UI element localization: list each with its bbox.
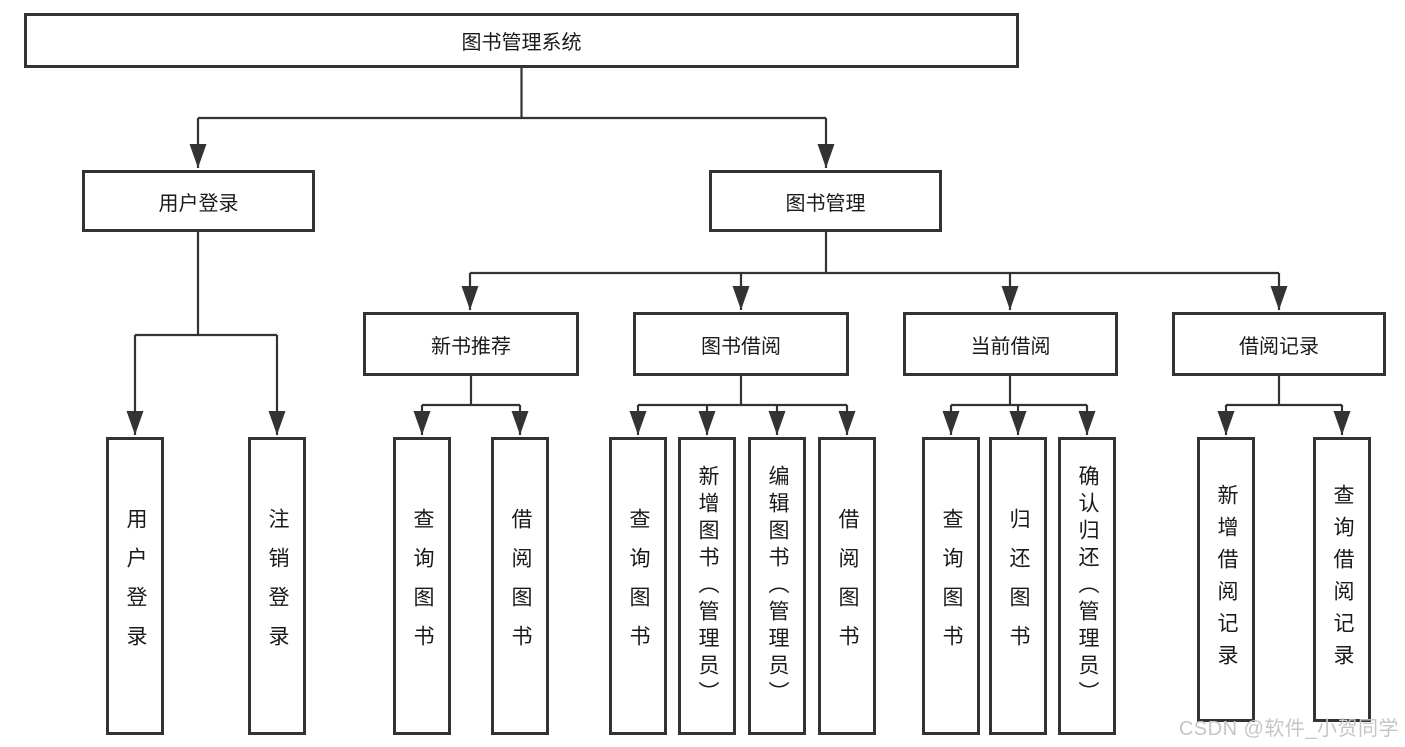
leaf-query-books-current-label: 查询图书 [940,508,963,664]
node-book-management: 图书管理 [709,170,942,232]
leaf-confirm-return-admin-label: 确认归还（管理员） [1076,464,1099,708]
leaf-user-login-label: 用户登录 [124,508,147,664]
leaf-return-books: 归还图书 [989,437,1047,735]
leaf-logout-label: 注销登录 [266,508,289,664]
node-book-borrow-label: 图书借阅 [701,335,781,358]
leaf-add-borrow-record: 新增借阅记录 [1197,437,1255,722]
node-user-login: 用户登录 [82,170,315,232]
leaf-query-borrow-record-label: 查询借阅记录 [1331,483,1354,676]
node-root-label: 图书管理系统 [461,32,582,54]
node-current-borrow-label: 当前借阅 [970,335,1051,358]
leaf-borrow-books-label: 借阅图书 [836,508,859,664]
leaf-borrow-books-recommend-label: 借阅图书 [509,508,532,664]
leaf-return-books-label: 归还图书 [1007,508,1030,664]
leaf-query-borrow-record: 查询借阅记录 [1313,437,1371,722]
leaf-edit-books-admin: 编辑图书（管理员） [748,437,806,735]
node-root: 图书管理系统 [24,13,1019,68]
node-new-book-recommend-label: 新书推荐 [431,335,511,358]
node-current-borrow: 当前借阅 [903,312,1118,376]
leaf-add-books-admin-label: 新增图书（管理员） [696,464,719,708]
node-borrow-record: 借阅记录 [1172,312,1386,376]
leaf-edit-books-admin-label: 编辑图书（管理员） [766,464,789,708]
leaf-query-books-borrow-label: 查询图书 [627,508,650,664]
leaf-user-login: 用户登录 [106,437,164,735]
leaf-query-books-borrow: 查询图书 [609,437,667,735]
csdn-watermark: CSDN @软件_小贺同学 [1178,718,1399,740]
leaf-query-books-recommend-label: 查询图书 [411,508,434,664]
leaf-add-books-admin: 新增图书（管理员） [678,437,736,735]
node-user-login-label: 用户登录 [158,192,239,215]
leaf-logout: 注销登录 [248,437,306,735]
node-book-management-label: 图书管理 [785,192,866,215]
node-new-book-recommend: 新书推荐 [363,312,579,376]
leaf-query-books-current: 查询图书 [922,437,980,735]
node-book-borrow: 图书借阅 [633,312,849,376]
leaf-borrow-books-recommend: 借阅图书 [491,437,549,735]
leaf-borrow-books: 借阅图书 [818,437,876,735]
leaf-add-borrow-record-label: 新增借阅记录 [1215,483,1238,676]
node-borrow-record-label: 借阅记录 [1239,335,1319,358]
leaf-confirm-return-admin: 确认归还（管理员） [1058,437,1116,735]
leaf-query-books-recommend: 查询图书 [393,437,451,735]
